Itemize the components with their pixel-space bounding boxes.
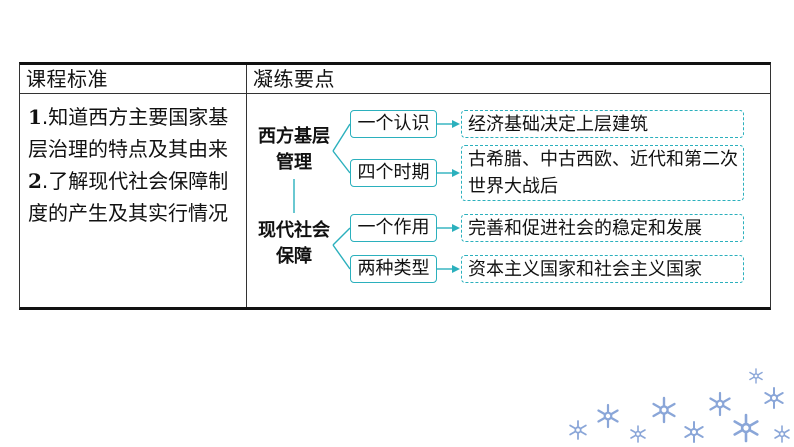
snowflake-icon	[597, 403, 619, 429]
snowflake-icon	[764, 387, 784, 409]
branch-two-types: 两种类型	[350, 255, 437, 283]
branch-one-understanding: 一个认识	[350, 110, 437, 138]
column-divider	[246, 65, 247, 307]
standard-item: 1.知道西方主要国家基层治理的特点及其由来	[28, 101, 240, 165]
course-standards-cell: 1.知道西方主要国家基层治理的特点及其由来 2.了解现代社会保障制度的产生及其实…	[28, 101, 240, 229]
point-box: 古希腊、中古西欧、近代和第二次世界大战后	[461, 145, 744, 201]
snowflake-icon	[569, 420, 587, 440]
standards-table: 课程标准 凝练要点 1.知道西方主要国家基层治理的特点及其由来 2.了解现代社会…	[19, 62, 771, 310]
point-box: 资本主义国家和社会主义国家	[461, 255, 744, 283]
snowflake-icon	[733, 413, 759, 443]
mindmap-connectors	[293, 120, 460, 273]
header-key-points: 凝练要点	[253, 67, 335, 91]
branch-one-role: 一个作用	[350, 214, 437, 242]
header-course-standards: 课程标准	[26, 67, 108, 91]
snowflake-icon	[749, 368, 763, 384]
standard-number: 1	[28, 105, 42, 129]
snowflake-decoration	[569, 368, 790, 443]
point-box: 完善和促进社会的稳定和发展	[461, 214, 744, 242]
standard-item: 2.了解现代社会保障制度的产生及其实行情况	[28, 165, 240, 229]
snowflake-icon	[709, 391, 731, 417]
table-header-row: 课程标准 凝练要点	[20, 65, 770, 94]
snowflake-icon	[652, 396, 676, 424]
group-label-grassroots: 西方基层管理	[258, 126, 330, 173]
standard-text: .知道西方主要国家基层治理的特点及其由来	[28, 105, 229, 161]
snowflake-icon	[630, 425, 646, 443]
snowflake-icon	[774, 425, 790, 443]
standard-number: 2	[28, 169, 42, 193]
snowflake-icon	[684, 421, 704, 443]
point-box: 经济基础决定上层建筑	[461, 110, 744, 138]
standard-text: .了解现代社会保障制度的产生及其实行情况	[28, 169, 229, 225]
group-label-social-security: 现代社会保障	[258, 220, 330, 267]
branch-four-periods: 四个时期	[350, 159, 437, 187]
